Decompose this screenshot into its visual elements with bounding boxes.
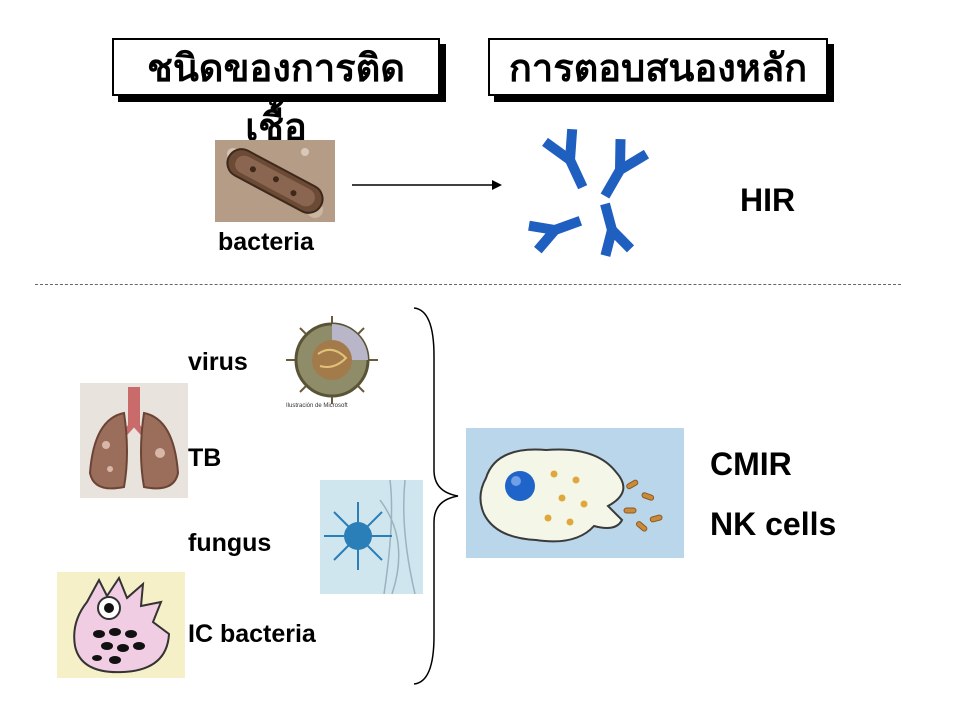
bacterium-image	[215, 140, 335, 222]
lung-image	[80, 383, 188, 498]
section-divider	[35, 284, 901, 285]
main-response-title: การตอบสนองหลัก	[508, 48, 808, 90]
infection-type-title: ชนิดของการติดเชื้อ	[147, 48, 405, 149]
virus-label: virus	[188, 348, 248, 376]
infection-type-header: ชนิดของการติดเชื้อ	[112, 38, 440, 149]
cmir-label: CMIR	[710, 446, 792, 482]
virus-image: Ilustración de Microsoft	[278, 314, 386, 410]
antibody-icon	[520, 125, 650, 265]
virus-image-caption: Ilustración de Microsoft	[286, 403, 348, 409]
ic-bacteria-label: IC bacteria	[188, 620, 316, 648]
tb-label: TB	[188, 444, 222, 472]
main-response-header: การตอบสนองหลัก	[488, 38, 828, 96]
nk-cells-label: NK cells	[710, 506, 837, 542]
arrow-icon	[352, 178, 502, 192]
bacteria-label: bacteria	[218, 228, 314, 256]
hir-label: HIR	[740, 182, 796, 218]
macrophage-image	[466, 428, 684, 558]
fungus-image	[320, 480, 423, 594]
fungus-label: fungus	[188, 529, 272, 557]
infected-cell-image	[57, 572, 185, 678]
brace-icon	[410, 306, 462, 686]
